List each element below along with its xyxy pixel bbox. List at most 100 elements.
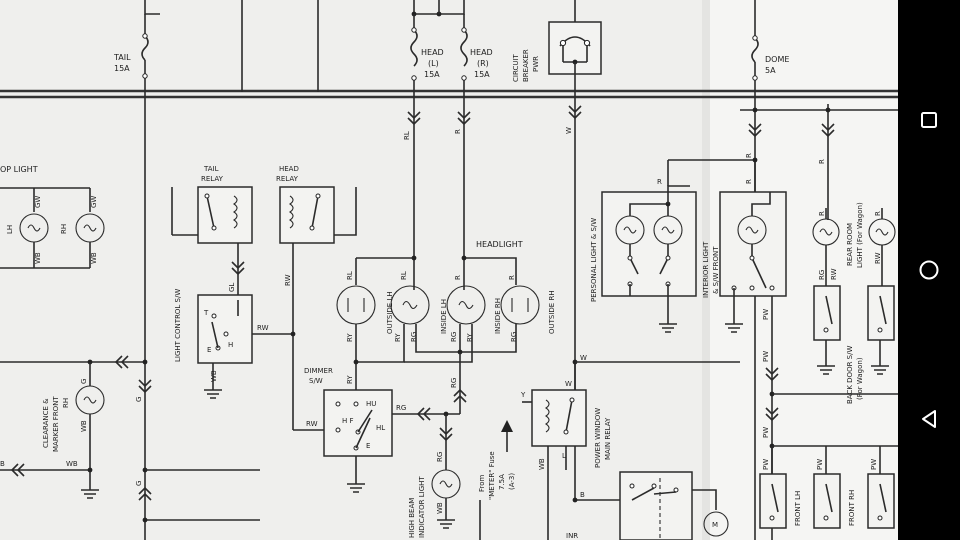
light-control-label: LIGHT CONTROL S/W [174,289,182,362]
circuit-breaker: CIRCUIT BREAKER PWR [512,0,602,500]
r-label-9: R [818,159,826,164]
connector-w [568,105,582,120]
square-outline-icon [921,112,937,128]
sw-hf: H F [342,417,354,425]
sw-e2: E [366,442,370,450]
rear-room-label-1: REAR ROOM [846,223,854,266]
rw-label-5: RW [874,252,882,264]
tail-relay: TAIL RELAY GL [171,165,253,295]
clearance-label-3: RH [62,398,70,408]
wb-label-3: WB [210,370,218,382]
connector-rl [407,111,421,126]
pw-label-6: PW [870,459,878,470]
gw-label-2: GW [90,196,98,208]
dimmer-switch: DIMMER S/W HU H F HL E RW RG [293,367,460,493]
interior-light-label-1: INTERIOR LIGHT [702,241,710,298]
front-rh-label: FRONT RH [848,490,856,526]
wire-label-r: R [454,129,462,134]
rw-label-3: RW [306,420,318,428]
inside-lh-label: INSIDE LH [440,299,448,334]
connector-g-1 [138,379,152,394]
term-l: L [562,452,566,460]
head-l-side-label: (L) [428,59,439,68]
meter-label-2: "METER" Fuse [488,451,496,500]
pw-relay-label-2: MAIN RELAY [604,417,612,460]
wb-label-4: WB [436,502,444,514]
power-window-relay: Y W W WB L B POWER WINDOW MAIN RELAY [520,354,740,540]
g-label-2: G [135,397,143,402]
connector-g-2 [138,486,152,501]
inside-rh-label: INSIDE RH [494,298,502,334]
wb-label-5: WB [538,458,546,470]
page-fold [702,0,710,540]
pw-label-5: PW [816,459,824,470]
dome-fuse-label: DOME [765,55,789,64]
r-label-7: R [818,211,826,216]
cb-label-3: PWR [532,56,540,72]
rg-label-7: RG [818,270,826,280]
pw-label-4: PW [762,459,770,470]
wire-label-rl: RL [403,131,411,140]
recent-apps-button[interactable] [914,105,944,135]
r-label-5: R [745,153,753,158]
pw-label-2: PW [762,351,770,362]
high-beam-label-2: INDICATOR LIGHT [418,476,426,538]
rw-label-4: RW [830,268,838,280]
dome-fuse-amp: 5A [765,66,776,75]
wb-label-2: WB [90,252,98,264]
outside-rh-label: OUTSIDE RH [548,290,556,334]
connector-r [457,111,471,126]
head-r-amp-label: 15A [474,70,490,79]
w-label-2: W [565,380,572,388]
pw-label-3: PW [762,427,770,438]
r-label-8: R [874,211,882,216]
stop-light-label: OP LIGHT [0,165,38,174]
gl-label: GL [228,283,236,292]
r-label-3: R [508,275,516,280]
high-beam-label-1: HIGH BEAM [408,498,416,538]
inr-label: INR [566,532,578,540]
connector-dome [748,123,762,138]
r-label-6: R [745,179,753,184]
home-button[interactable] [914,255,944,285]
r-label-2: R [454,275,462,280]
sw-hu: HU [366,400,376,408]
back-button[interactable] [914,404,944,434]
ry-label-2: RY [394,333,402,342]
meter-fuse-ref: From "METER" Fuse 7.5A (A-3) [478,420,516,500]
back-door-label-2: (For Wagon) [856,357,864,400]
head-fuses: HEAD (L) 15A HEAD (R) 15A [410,0,493,81]
b-label: B [580,491,585,499]
wire-label-w: W [565,127,573,134]
tail-fuse-amp: 15A [114,64,130,73]
meter-label-1: From [478,474,486,492]
lh-label: LH [6,225,14,234]
head-relay-label-1: HEAD [279,165,299,173]
head-l-amp-label: 15A [424,70,440,79]
cb-label-2: BREAKER [522,49,530,82]
dome-fuse: DOME 5A [751,0,789,540]
wb-label-6: WB [80,420,88,432]
wiring-diagram[interactable]: TAIL 15A HEAD (L) 15A [0,0,898,540]
android-navigation-bar [898,0,960,540]
junction-rear [825,107,831,113]
rw-label-2: RW [257,324,269,332]
rg-label-4: RG [450,378,458,388]
personal-light-label: PERSONAL LIGHT & S/W [590,218,598,302]
g-label-3: G [135,481,143,486]
front-window-switches: PW PW PW FRONT LH FRONT RH [759,446,895,529]
light-control-switch: T E H RW WB LIGHT CONTROL S/W [174,289,296,399]
clearance-marker-light: G WB WB B CLEARANCE & MARKER FRONT RH [0,355,148,499]
pw-label-1: PW [762,309,770,320]
rg-label-3: RG [510,332,518,342]
headlight-group: HEADLIGHT OUTSIDE LH INSIDE LH INSIDE RH… [336,240,556,414]
clearance-label-1: CLEARANCE & [42,398,50,448]
sw-h: H [228,341,233,349]
meter-label-3: 7.5A [498,474,506,490]
head-relay: HEAD RELAY RW [276,165,357,430]
sw-e: E [207,346,211,354]
clearance-label-2: MARKER FRONT [52,396,60,452]
rg-label-2: RG [450,332,458,342]
g-label-1: G [80,379,88,384]
